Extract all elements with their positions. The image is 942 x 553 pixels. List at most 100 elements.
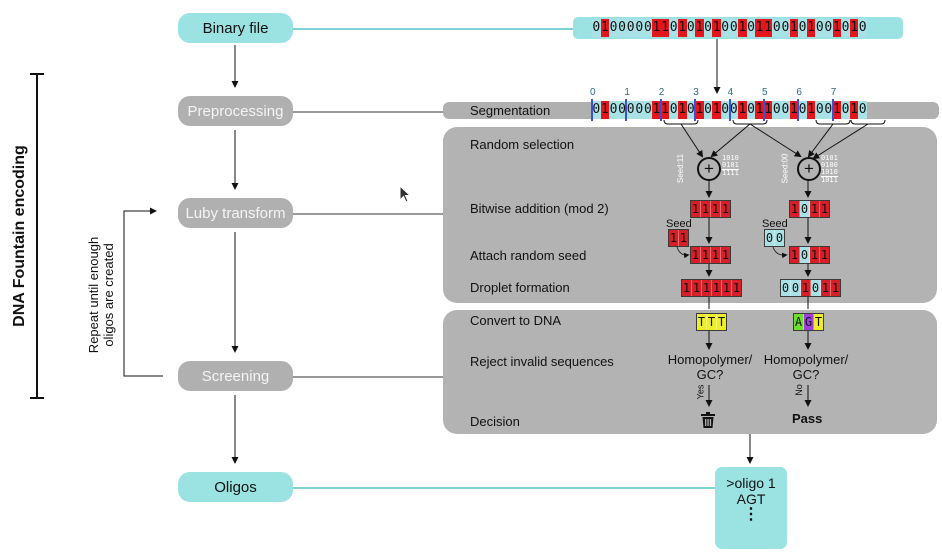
select-arrow xyxy=(710,123,751,158)
segment-divider xyxy=(625,99,628,121)
bit-one: 1 xyxy=(691,201,701,217)
bit-one: 1 xyxy=(831,280,840,296)
connector-screening xyxy=(293,376,443,378)
bit-one: 1 xyxy=(801,280,811,296)
bit-zero: 0 xyxy=(781,101,790,119)
seed-label-2: Seed xyxy=(762,218,788,230)
bit-zero: 0 xyxy=(858,19,867,37)
bit-zero: 0 xyxy=(772,101,782,119)
bit-one: 1 xyxy=(701,201,711,217)
bit-one: 1 xyxy=(755,101,764,119)
nucleotide: T xyxy=(707,314,717,330)
seed-curve-2 xyxy=(772,246,788,259)
segment-index: 1 xyxy=(624,87,630,98)
bit-zero: 0 xyxy=(824,101,833,119)
bit-one: 1 xyxy=(821,280,831,296)
nucleotide: T xyxy=(697,314,707,330)
bit-one: 1 xyxy=(679,230,688,246)
bit-zero: 0 xyxy=(703,101,713,119)
bit-zero: 0 xyxy=(765,230,775,246)
xor-line: 1010 xyxy=(821,168,838,176)
bit-one: 1 xyxy=(692,280,702,296)
bit-one: 1 xyxy=(789,101,799,119)
bit-one: 1 xyxy=(763,101,773,119)
bit-zero: 0 xyxy=(811,280,821,296)
bit-zero: 0 xyxy=(791,280,801,296)
bit-one: 1 xyxy=(755,19,764,37)
segment-bracket-7 xyxy=(850,119,886,125)
bit-one: 1 xyxy=(695,19,704,37)
segmentation-label: Segmentation xyxy=(470,103,551,118)
bit-zero: 0 xyxy=(592,19,601,37)
connector-preprocessing xyxy=(293,111,443,113)
node-label: Oligos xyxy=(214,478,257,496)
xor-node-2: + xyxy=(797,157,821,181)
bit-zero: 0 xyxy=(634,19,644,37)
bit-zero: 0 xyxy=(772,19,782,37)
select-arrow xyxy=(749,123,802,158)
segment-divider xyxy=(591,99,593,121)
bit-zero: 0 xyxy=(800,201,810,217)
xor-line: 0100 xyxy=(821,161,838,169)
bit-one: 1 xyxy=(722,280,732,296)
bit-one: 1 xyxy=(732,280,741,296)
bit-zero: 0 xyxy=(746,19,756,37)
nucleotide: G xyxy=(804,314,814,330)
connector-binary xyxy=(293,28,575,30)
bit-one: 1 xyxy=(600,19,610,37)
seed-label-1: Seed xyxy=(666,218,692,230)
bit-one: 1 xyxy=(712,101,721,119)
bit-zero: 0 xyxy=(824,19,833,37)
bit-zero: 0 xyxy=(669,101,678,119)
loop-arrow xyxy=(123,207,163,377)
bit-zero: 0 xyxy=(781,280,791,296)
bit-zero: 0 xyxy=(815,101,825,119)
segment-divider xyxy=(831,99,834,121)
node-binary-file: Binary file xyxy=(178,13,293,43)
segment-divider xyxy=(728,99,731,121)
xor-line: 0101 xyxy=(821,154,838,162)
bit-one: 1 xyxy=(763,19,773,37)
oligo-ellipsis: ⋮ xyxy=(743,506,759,523)
segment-bracket-2 xyxy=(663,119,699,125)
step-bitwise-addition: Bitwise addition (mod 2) xyxy=(470,201,609,216)
segment-bracket-4 xyxy=(732,119,768,125)
bit-one: 1 xyxy=(600,101,610,119)
bit-zero: 0 xyxy=(720,19,730,37)
nucleotide: T xyxy=(814,314,823,330)
bit-one: 1 xyxy=(712,280,722,296)
node-label: Screening xyxy=(201,367,270,385)
bit-zero: 0 xyxy=(703,19,713,37)
question-line: GC? xyxy=(792,367,820,382)
node-preprocessing: Preprocessing xyxy=(178,96,293,126)
seed-curve-1 xyxy=(676,246,690,259)
bit-one: 1 xyxy=(820,201,829,217)
xor-result: 1011 xyxy=(821,176,838,184)
bit-zero: 0 xyxy=(720,101,730,119)
oligo-header: >oligo 1 xyxy=(726,475,776,491)
segment-index: 4 xyxy=(727,87,734,98)
bit-one: 1 xyxy=(652,101,661,119)
bit-zero: 0 xyxy=(775,230,784,246)
bit-zero: 0 xyxy=(669,19,678,37)
oligo-output-box: >oligo 1 AGT ⋮ xyxy=(715,467,787,549)
bit-one: 1 xyxy=(790,201,800,217)
node-oligos: Oligos xyxy=(178,472,293,502)
bit-zero: 0 xyxy=(643,101,653,119)
xor-lines-2: 0101 0100 1010 1011 xyxy=(821,155,838,184)
segment-divider xyxy=(797,99,800,121)
bit-one: 1 xyxy=(849,19,859,37)
question-line: GC? xyxy=(696,367,724,382)
node-screening: Screening xyxy=(178,361,293,391)
bit-one: 1 xyxy=(832,101,842,119)
question-line: Homopolymer/ xyxy=(763,352,849,367)
